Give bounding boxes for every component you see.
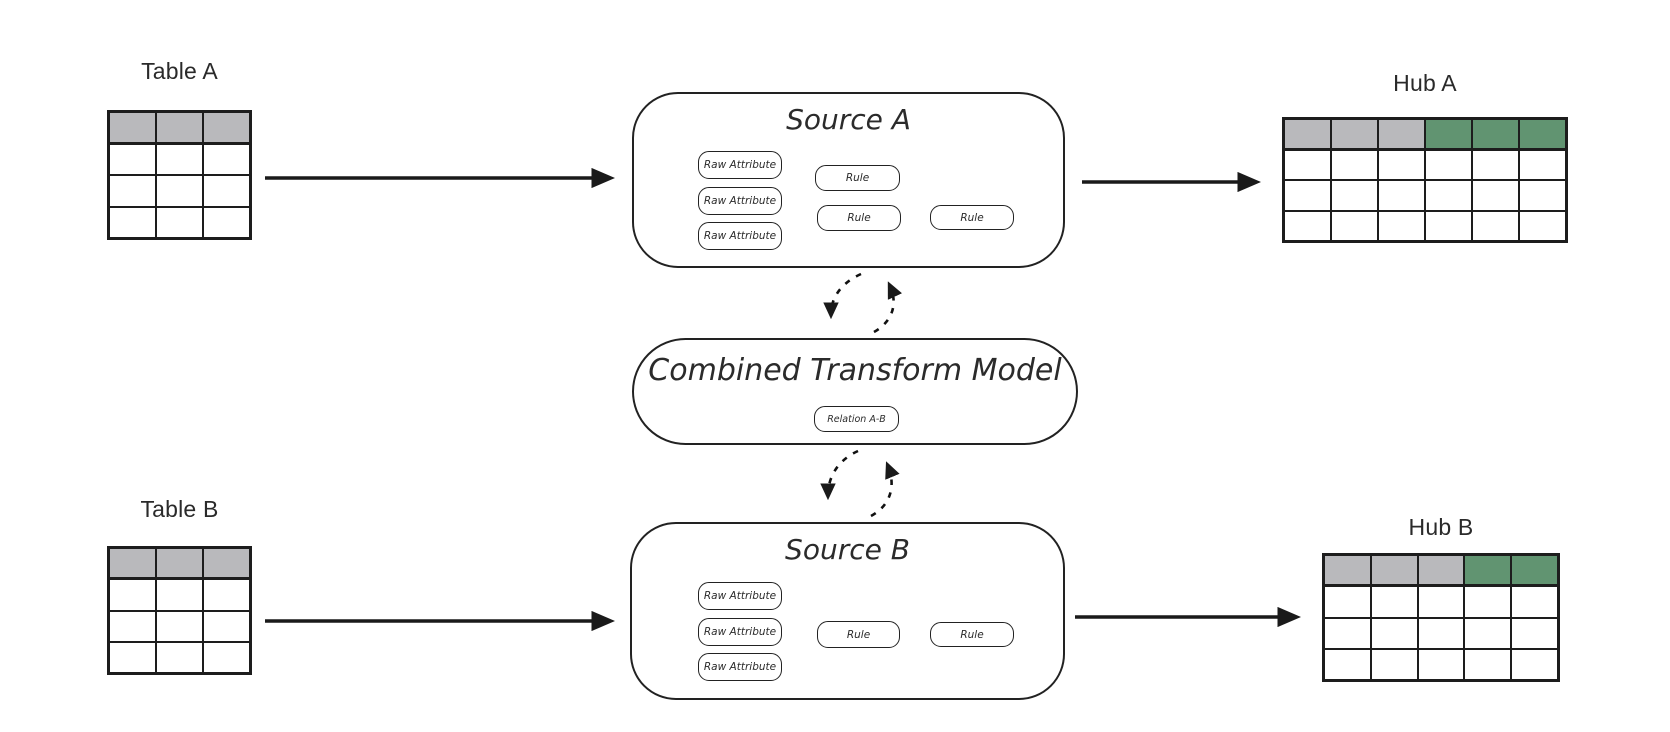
table-cell [1519, 149, 1566, 180]
table-cell [203, 641, 250, 673]
header-cell-gray [156, 112, 203, 144]
dashed-arrow-model-up-lower [870, 461, 900, 518]
table-cell [1331, 149, 1378, 180]
source-a-box: Source A Raw Attribute Raw Attribute Raw… [632, 92, 1065, 268]
source-a-title: Source A [786, 103, 911, 136]
header-cell-gray [203, 548, 250, 580]
table-cell [1284, 180, 1331, 211]
table-cell [156, 610, 203, 642]
table-cell [156, 641, 203, 673]
table-cell [109, 175, 156, 207]
rule-pill: Rule [930, 205, 1014, 230]
header-cell-gray [1378, 119, 1425, 150]
table-cell [203, 610, 250, 642]
header-cell-gray [109, 548, 156, 580]
combined-transform-model-title: Combined Transform Model [648, 353, 1062, 388]
table-cell [1511, 617, 1558, 649]
table-cell [109, 641, 156, 673]
header-cell-green [1425, 119, 1472, 150]
table-cell [1324, 648, 1371, 680]
table-cell [1519, 180, 1566, 211]
table-b-label: Table B [140, 496, 219, 522]
header-cell-gray [1370, 555, 1418, 587]
rule-pill: Rule [930, 622, 1014, 647]
table-cell [109, 143, 156, 175]
raw-attribute-pill: Raw Attribute [698, 618, 782, 646]
table-cell [1378, 210, 1425, 241]
raw-attribute-pill: Raw Attribute [698, 653, 782, 681]
table-cell [109, 610, 156, 642]
table-cell [1519, 210, 1566, 241]
table-cell [203, 143, 250, 175]
table-cell [1425, 210, 1472, 241]
table-cell [1417, 648, 1465, 680]
header-cell-gray [109, 112, 156, 144]
table-cell [203, 579, 250, 611]
table-cell [1331, 180, 1378, 211]
header-cell-gray [156, 548, 203, 580]
table-cell [109, 206, 156, 238]
dashed-arrow-model-down-upper [823, 272, 862, 320]
hub-b [1322, 553, 1560, 682]
table-cell [1511, 648, 1558, 680]
raw-attribute-pill: Raw Attribute [698, 151, 782, 179]
table-cell [1370, 617, 1418, 649]
table-cell [1378, 149, 1425, 180]
header-cell-gray [1284, 119, 1331, 150]
rule-pill: Rule [817, 621, 900, 648]
header-cell-gray [1417, 555, 1465, 587]
table-cell [203, 206, 250, 238]
table-cell [1378, 180, 1425, 211]
raw-attribute-pill: Raw Attribute [698, 187, 782, 215]
table-cell [1370, 648, 1418, 680]
combined-transform-model-box: Combined Transform Model Relation A-B [632, 338, 1078, 445]
raw-attribute-pill: Raw Attribute [698, 222, 782, 250]
table-cell [1472, 180, 1519, 211]
table-cell [109, 579, 156, 611]
table-cell [1370, 586, 1418, 618]
table-cell [1425, 180, 1472, 211]
table-cell [156, 143, 203, 175]
table-cell [203, 175, 250, 207]
table-cell [1284, 149, 1331, 180]
header-cell-green [1464, 555, 1512, 587]
table-a [107, 110, 252, 240]
raw-attribute-pill: Raw Attribute [698, 582, 782, 610]
table-cell [1472, 210, 1519, 241]
source-b-box: Source B Raw Attribute Raw Attribute Raw… [630, 522, 1065, 700]
table-cell [1472, 149, 1519, 180]
table-cell [1425, 149, 1472, 180]
table-cell [156, 206, 203, 238]
table-cell [156, 175, 203, 207]
header-cell-gray [203, 112, 250, 144]
table-cell [1284, 210, 1331, 241]
hub-b-label: Hub B [1408, 514, 1474, 540]
header-cell-green [1519, 119, 1566, 150]
hub-a [1282, 117, 1568, 243]
rule-pill: Rule [815, 165, 900, 191]
dashed-arrow-model-down-lower [820, 449, 859, 501]
table-a-label: Table A [141, 58, 218, 84]
dashed-arrow-model-up-upper [873, 281, 903, 334]
header-cell-green [1472, 119, 1519, 150]
table-cell [1324, 586, 1371, 618]
hub-a-label: Hub A [1393, 70, 1457, 96]
table-cell [1417, 586, 1465, 618]
rule-pill: Rule [817, 205, 901, 231]
header-cell-gray [1331, 119, 1378, 150]
table-cell [1464, 586, 1512, 618]
header-cell-gray [1324, 555, 1371, 587]
table-cell [156, 579, 203, 611]
table-b [107, 546, 252, 675]
table-cell [1511, 586, 1558, 618]
table-cell [1331, 210, 1378, 241]
source-b-title: Source B [785, 533, 910, 566]
table-cell [1464, 617, 1512, 649]
table-cell [1464, 648, 1512, 680]
table-cell [1417, 617, 1465, 649]
header-cell-green [1511, 555, 1558, 587]
table-cell [1324, 617, 1371, 649]
relation-a-b-pill: Relation A-B [814, 406, 899, 432]
